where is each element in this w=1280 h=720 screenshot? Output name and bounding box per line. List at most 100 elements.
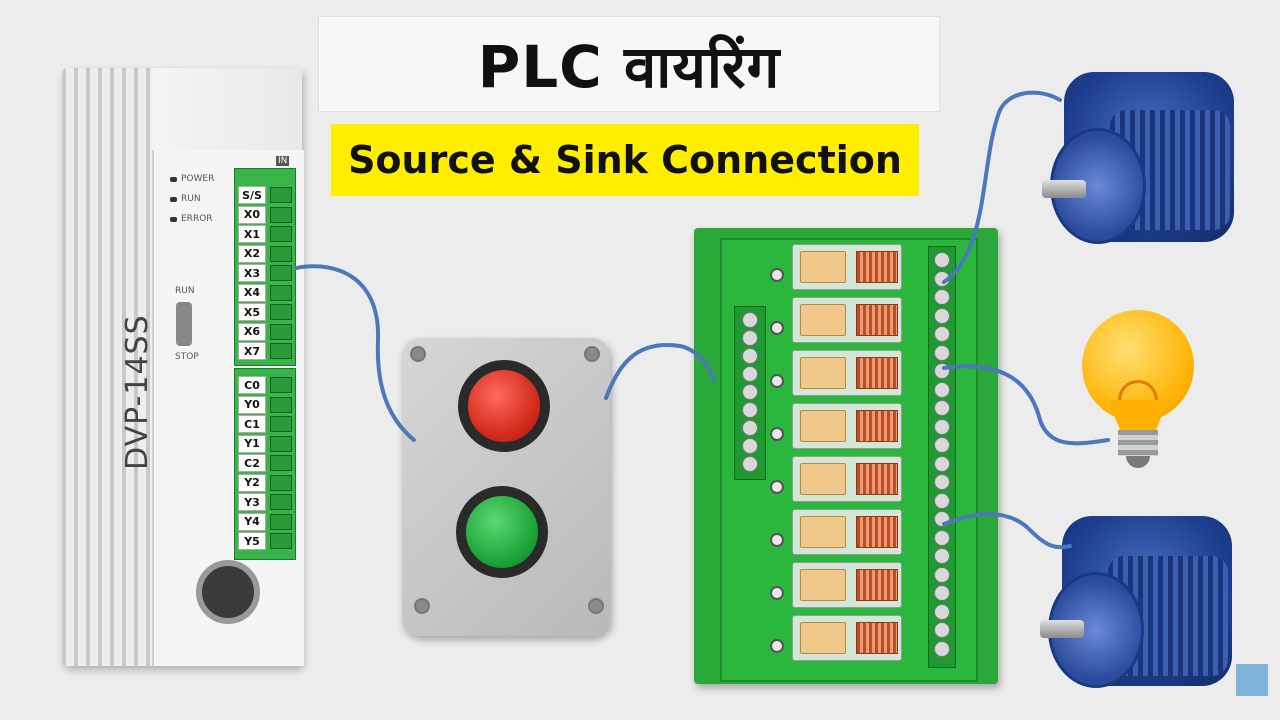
- relay-input-screw-icon[interactable]: [742, 438, 758, 454]
- relay-output-screw-icon[interactable]: [934, 437, 950, 453]
- terminal-label-y5: Y5: [238, 532, 266, 550]
- relay-coil-icon: [800, 410, 846, 442]
- title-banner: PLC वायरिंग: [318, 16, 940, 112]
- terminal-label-x7: X7: [238, 342, 266, 360]
- terminal-screw-icon[interactable]: [270, 435, 292, 452]
- terminal-label-x4: X4: [238, 283, 266, 302]
- terminal-screw-icon[interactable]: [270, 206, 292, 223]
- run-stop-switch[interactable]: [176, 302, 192, 346]
- relay-output-screw-icon[interactable]: [934, 529, 950, 546]
- screw-icon: [584, 346, 600, 362]
- relay-coil-icon: [800, 622, 846, 654]
- terminal-label-y4: Y4: [238, 512, 266, 531]
- relay-output-screw-icon[interactable]: [934, 344, 950, 361]
- wire-button-to-relay: [604, 343, 716, 400]
- relay-output-screw-icon[interactable]: [934, 400, 950, 416]
- terminal-screw-icon[interactable]: [270, 494, 292, 510]
- relay-coil-icon: [800, 251, 846, 283]
- relay-output-screw-icon[interactable]: [934, 418, 950, 435]
- relay-output-screw-icon[interactable]: [934, 326, 950, 342]
- terminal-screw-icon[interactable]: [270, 265, 292, 281]
- led-run: RUN: [170, 194, 201, 204]
- relay-led-icon: [770, 533, 784, 547]
- relay-output-screw-icon[interactable]: [934, 381, 950, 398]
- terminal-label-c1: C1: [238, 415, 266, 433]
- terminal-screw-icon[interactable]: [270, 304, 292, 320]
- relay-led-icon: [770, 268, 784, 282]
- terminal-screw-icon[interactable]: [270, 226, 292, 242]
- relay-input-screw-icon[interactable]: [742, 312, 758, 328]
- terminal-label-x3: X3: [238, 264, 266, 282]
- bulb-tip: [1126, 456, 1150, 468]
- relay-output-screw-icon[interactable]: [934, 622, 950, 638]
- terminal-label-y3: Y3: [238, 493, 266, 511]
- terminal-screw-icon[interactable]: [270, 343, 292, 359]
- terminal-screw-icon[interactable]: [270, 416, 292, 432]
- terminal-screw-icon[interactable]: [270, 533, 292, 549]
- terminal-label-x0: X0: [238, 205, 266, 224]
- channel-logo-icon: [1236, 664, 1268, 696]
- terminal-screw-icon[interactable]: [270, 455, 292, 471]
- terminal-screw-icon[interactable]: [270, 396, 292, 413]
- terminal-screw-icon[interactable]: [270, 377, 292, 393]
- terminal-label-ss: S/S: [238, 186, 266, 204]
- screw-icon: [414, 598, 430, 614]
- switch-label-stop: STOP: [175, 352, 199, 362]
- relay-contacts-icon: [856, 516, 898, 548]
- relay-output-screw-icon[interactable]: [934, 640, 950, 657]
- relay-contacts-icon: [856, 463, 898, 495]
- led-error: ERROR: [170, 214, 213, 224]
- relay-output-screw-icon[interactable]: [934, 603, 950, 620]
- terminal-screw-icon[interactable]: [270, 474, 292, 491]
- terminal-screw-icon[interactable]: [270, 187, 292, 203]
- led-icon: [170, 176, 177, 182]
- green-button[interactable]: [456, 486, 548, 578]
- relay-output-screw-icon[interactable]: [934, 585, 950, 601]
- led-icon: [170, 216, 177, 222]
- bulb-neck: [1108, 400, 1168, 430]
- relay-output-screw-icon[interactable]: [934, 548, 950, 564]
- terminal-label-x2: X2: [238, 244, 266, 263]
- relay-output-screw-icon[interactable]: [934, 307, 950, 324]
- plc-in-label: IN: [276, 156, 290, 166]
- relay-output-screw-icon[interactable]: [934, 289, 950, 305]
- terminal-label-x6: X6: [238, 322, 266, 341]
- subtitle-banner: Source & Sink Connection: [331, 124, 919, 196]
- relay-output-screw-icon[interactable]: [934, 455, 950, 472]
- terminal-screw-icon[interactable]: [270, 284, 292, 301]
- relay-input-screw-icon[interactable]: [742, 366, 758, 382]
- led-power: POWER: [170, 174, 214, 184]
- relay-coil-icon: [800, 304, 846, 336]
- terminal-screw-icon[interactable]: [270, 513, 292, 530]
- terminal-label-y2: Y2: [238, 473, 266, 492]
- relay-input-screw-icon[interactable]: [742, 384, 758, 400]
- relay-input-screw-icon[interactable]: [742, 402, 758, 418]
- relay-led-icon: [770, 586, 784, 600]
- motor-top-shaft: [1042, 180, 1086, 198]
- relay-contacts-icon: [856, 569, 898, 601]
- relay-input-screw-icon[interactable]: [742, 456, 758, 472]
- relay-input-screw-icon[interactable]: [742, 330, 758, 346]
- relay-contacts-icon: [856, 251, 898, 283]
- screw-icon: [588, 598, 604, 614]
- red-button[interactable]: [458, 360, 550, 452]
- relay-output-screw-icon[interactable]: [934, 566, 950, 583]
- terminal-label-c2: C2: [238, 454, 266, 472]
- terminal-label-y1: Y1: [238, 434, 266, 453]
- relay-output-screw-icon[interactable]: [934, 492, 950, 509]
- terminal-screw-icon[interactable]: [270, 323, 292, 340]
- relay-coil-icon: [800, 463, 846, 495]
- wire-relay-to-bulb: [942, 364, 1110, 446]
- terminal-label-x1: X1: [238, 225, 266, 243]
- terminal-label-c0: C0: [238, 376, 266, 394]
- relay-input-screw-icon[interactable]: [742, 420, 758, 436]
- relay-input-screw-icon[interactable]: [742, 348, 758, 364]
- terminal-label-y0: Y0: [238, 395, 266, 414]
- terminal-screw-icon[interactable]: [270, 245, 292, 262]
- relay-output-screw-icon[interactable]: [934, 474, 950, 490]
- relay-led-icon: [770, 374, 784, 388]
- relay-output-screw-icon[interactable]: [934, 252, 950, 268]
- led-icon: [170, 196, 177, 202]
- relay-contacts-icon: [856, 410, 898, 442]
